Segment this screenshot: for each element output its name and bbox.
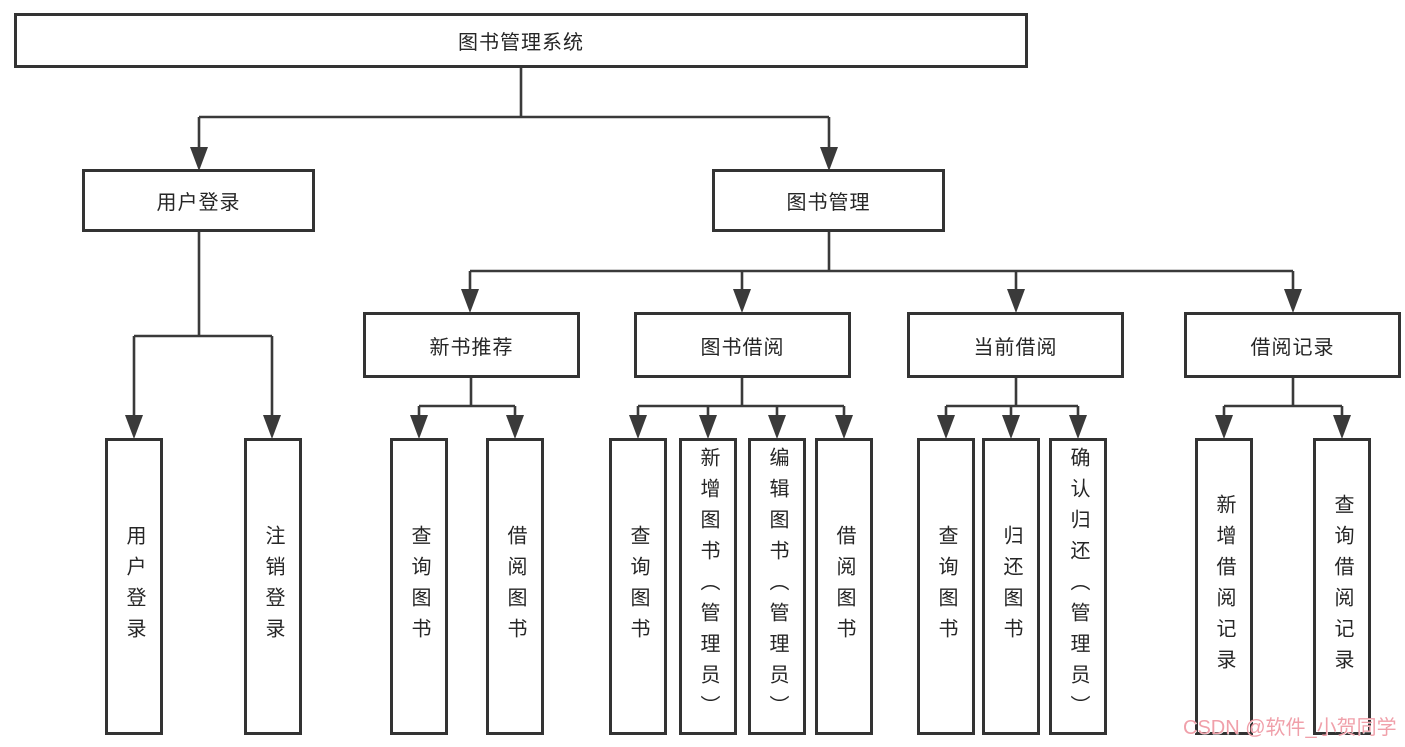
- node-label: 确认归还（管理员）: [1067, 447, 1089, 726]
- node-leaf-query-books-borrow: 查询图书: [609, 438, 667, 735]
- node-leaf-borrow-books-recommend: 借阅图书: [486, 438, 544, 735]
- node-leaf-confirm-return-admin: 确认归还（管理员）: [1049, 438, 1107, 735]
- node-label: 图书借阅: [700, 336, 785, 359]
- node-label: 查询图书: [935, 524, 957, 649]
- node-label: 用户登录: [123, 524, 145, 649]
- node-label: 查询借阅记录: [1331, 493, 1353, 680]
- node-leaf-logout: 注销登录: [244, 438, 302, 735]
- node-label: 新书推荐: [429, 336, 514, 359]
- node-label: 借阅图书: [833, 524, 855, 649]
- node-label: 新增借阅记录: [1213, 493, 1235, 680]
- node-label: 借阅图书: [504, 524, 526, 649]
- node-label: 图书管理: [786, 192, 871, 214]
- node-borrowing-records: 借阅记录: [1184, 312, 1401, 378]
- node-leaf-user-login: 用户登录: [105, 438, 163, 735]
- node-leaf-return-books: 归还图书: [982, 438, 1040, 735]
- node-leaf-add-books-admin: 新增图书（管理员）: [679, 438, 737, 735]
- node-label: 当前借阅: [973, 336, 1058, 359]
- node-label: 注销登录: [262, 524, 284, 649]
- node-leaf-edit-books-admin: 编辑图书（管理员）: [748, 438, 806, 735]
- node-book-borrowing: 图书借阅: [634, 312, 851, 378]
- node-leaf-query-books-recommend: 查询图书: [390, 438, 448, 735]
- node-leaf-query-books-current: 查询图书: [917, 438, 975, 735]
- node-leaf-borrow-books: 借阅图书: [815, 438, 873, 735]
- node-current-borrowing: 当前借阅: [907, 312, 1124, 378]
- node-label: 编辑图书（管理员）: [766, 447, 788, 726]
- node-label: 查询图书: [627, 524, 649, 649]
- node-new-book-recommendation: 新书推荐: [363, 312, 580, 378]
- node-label: 用户登录: [156, 192, 241, 214]
- node-leaf-add-borrow-record: 新增借阅记录: [1195, 438, 1253, 735]
- node-label: 借阅记录: [1250, 336, 1335, 359]
- node-label: 图书管理系统: [458, 32, 584, 54]
- node-book-management: 图书管理: [712, 169, 945, 232]
- node-library-management-system: 图书管理系统: [14, 13, 1028, 68]
- node-label: 新增图书（管理员）: [697, 447, 719, 726]
- csdn-watermark: CSDN @软件_小贺同学: [1183, 717, 1397, 739]
- node-leaf-query-borrow-record: 查询借阅记录: [1313, 438, 1371, 735]
- arrowheads: [125, 147, 1351, 439]
- node-label: 归还图书: [1000, 524, 1022, 649]
- node-user-login: 用户登录: [82, 169, 315, 232]
- node-label: 查询图书: [408, 524, 430, 649]
